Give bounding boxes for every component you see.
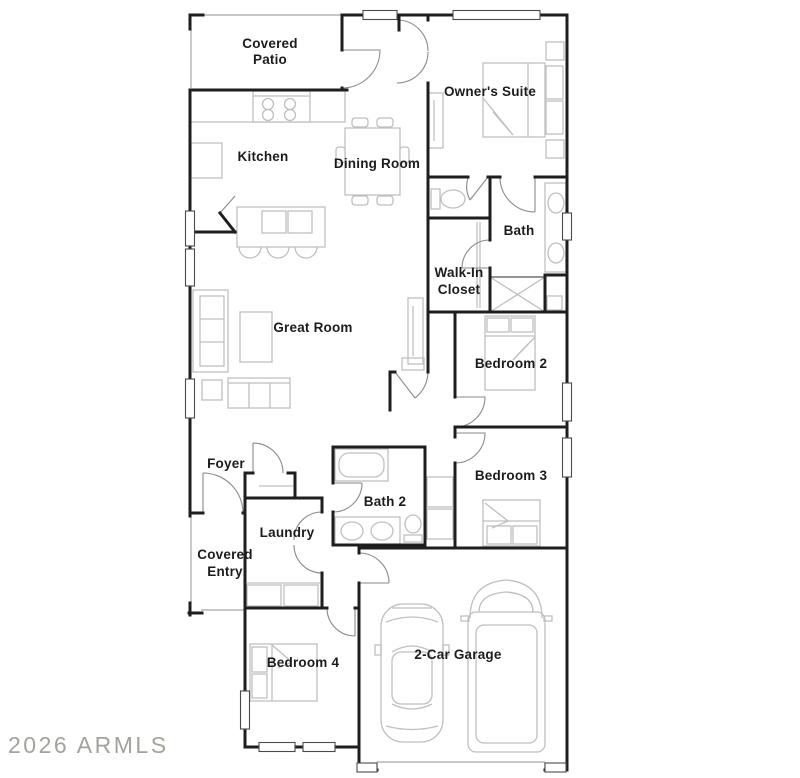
room-label-bath-2: Bath 2 xyxy=(364,494,406,509)
suite-double-door xyxy=(396,19,429,84)
kitchen-fixtures xyxy=(190,90,346,259)
walls xyxy=(187,13,569,772)
toilet-tank xyxy=(430,188,441,210)
laundry-doors xyxy=(293,511,323,574)
great-room-furniture xyxy=(192,289,424,409)
bedroom3-furniture xyxy=(426,476,541,547)
owners-suite-furniture xyxy=(428,41,565,159)
car-sedan xyxy=(374,603,450,743)
bedroom4-furniture xyxy=(249,643,318,702)
room-label-great-room: Great Room xyxy=(273,320,352,335)
room-label-laundry: Laundry xyxy=(260,525,315,540)
dining-furniture xyxy=(335,117,410,206)
closet-door xyxy=(461,239,491,269)
room-label-covered-patio: Covered xyxy=(242,36,297,51)
coffee-table xyxy=(239,311,273,363)
room-label-bath: Bath xyxy=(504,223,535,238)
bedroom2-door xyxy=(454,396,486,428)
bathtub xyxy=(334,448,389,482)
suite-bath-door xyxy=(499,176,536,213)
armls-watermark: 2026 ARMLS xyxy=(8,732,169,758)
room-label-bedroom-4: Bedroom 4 xyxy=(267,655,340,670)
patio-door xyxy=(341,49,381,89)
sofa xyxy=(192,289,229,373)
room-label-owners-suite: Owner's Suite xyxy=(444,84,536,99)
bedroom3-door xyxy=(454,432,486,464)
door-swings xyxy=(202,19,536,637)
water-closet-door xyxy=(466,176,489,201)
shower xyxy=(489,276,546,313)
toilet xyxy=(440,189,466,209)
kitchen-island xyxy=(236,206,326,248)
room-label-garage: 2-Car Garage xyxy=(414,647,501,662)
room-label-walk-in-closet: Walk-In xyxy=(435,265,484,280)
room-label-dining-room: Dining Room xyxy=(334,156,420,171)
windows xyxy=(184,9,573,773)
nightstand xyxy=(545,139,565,159)
refrigerator xyxy=(190,142,223,179)
bath2-door xyxy=(332,482,363,513)
room-label-walk-in-closet-2: Closet xyxy=(438,282,481,297)
bedroom2-furniture xyxy=(484,295,563,391)
room-label-covered-entry-2: Entry xyxy=(207,564,243,579)
bedroom4-door xyxy=(326,607,356,637)
dining-table xyxy=(344,127,401,196)
side-table xyxy=(201,379,223,401)
laundry-fixtures xyxy=(246,357,425,607)
hall-door xyxy=(394,371,429,399)
vanity xyxy=(334,516,401,546)
room-label-foyer: Foyer xyxy=(207,456,245,471)
room-label-bedroom-3: Bedroom 3 xyxy=(475,468,548,483)
toilet xyxy=(404,514,422,534)
room-label-covered-entry: Covered xyxy=(197,547,252,562)
foyer-closet-door xyxy=(252,442,284,474)
car-suv xyxy=(460,579,553,753)
owners-bed xyxy=(482,62,546,138)
garage-entry-door xyxy=(358,552,390,584)
nightstand xyxy=(545,41,565,61)
island-stools xyxy=(238,246,318,259)
linen-closet xyxy=(401,357,425,371)
room-labels: Covered Patio Owner's Suite Kitchen Dini… xyxy=(197,36,547,670)
front-door xyxy=(202,472,244,514)
bath2-fixtures xyxy=(334,448,423,546)
closet-rod xyxy=(476,222,481,308)
dryer xyxy=(283,584,319,607)
garage-cars xyxy=(374,579,553,753)
room-label-covered-patio-2: Patio xyxy=(253,52,287,67)
owners-bath-fixtures xyxy=(430,182,567,313)
room-label-bedroom-2: Bedroom 2 xyxy=(475,356,547,371)
washer xyxy=(246,584,282,607)
room-label-kitchen: Kitchen xyxy=(238,149,289,164)
